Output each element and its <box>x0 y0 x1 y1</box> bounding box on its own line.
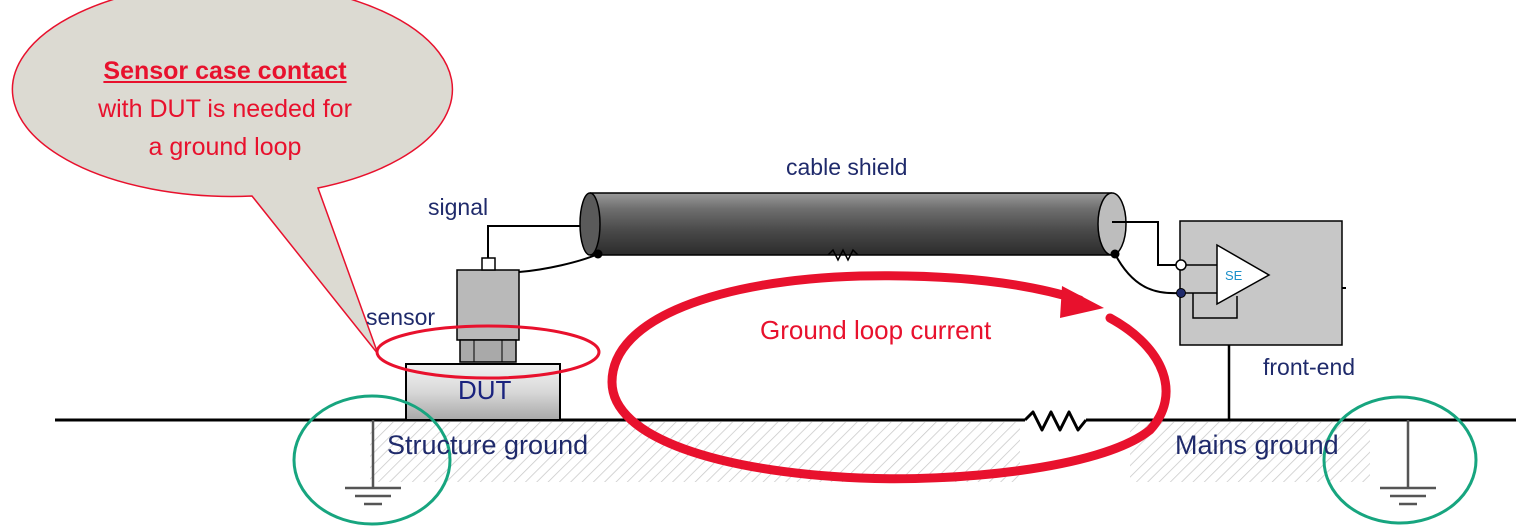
contact-highlight-ellipse <box>375 324 601 380</box>
callout-line-1: with DUT is needed for <box>98 95 352 123</box>
signal-wire <box>487 225 590 258</box>
callout-text: Sensor case contact with DUT is needed f… <box>40 52 410 166</box>
sensor-body <box>456 269 520 341</box>
amplifier-label: SE <box>1225 268 1243 283</box>
sensor-label: sensor <box>366 304 436 330</box>
mains-ground-label: Mains ground <box>1175 430 1339 460</box>
ground-loop-arrowhead <box>1060 286 1104 318</box>
earth-symbol-right <box>1380 420 1436 506</box>
earth-symbol-left <box>345 420 401 506</box>
cable-shield-label: cable shield <box>786 154 908 180</box>
shield-return-wire <box>1114 253 1181 295</box>
inner-conductor-wire <box>1112 221 1180 266</box>
front-end-box <box>1179 220 1343 346</box>
amplifier-triangle <box>1216 243 1271 306</box>
cable-shield-cylinder <box>579 192 1127 256</box>
structure-ground-label: Structure ground <box>387 430 589 460</box>
ground-loop-ellipse <box>607 271 1171 484</box>
ground-resistor <box>1023 410 1088 432</box>
ground-loop-current-label: Ground loop current <box>760 315 992 345</box>
sensor-connector <box>481 257 496 271</box>
cable-resistor <box>827 248 859 262</box>
mains-ground-circle <box>1322 395 1478 525</box>
dut-label: DUT <box>458 375 512 405</box>
callout-line-2: a ground loop <box>148 133 302 161</box>
structure-ground-circle <box>292 394 452 526</box>
sensor-base <box>459 339 517 363</box>
callout-heading: Sensor case contact <box>103 57 347 85</box>
signal-label: signal <box>428 194 489 220</box>
front-end-label: front-end <box>1263 354 1356 380</box>
sensor-shield-wire <box>518 253 599 273</box>
callout-bubble <box>11 0 454 355</box>
